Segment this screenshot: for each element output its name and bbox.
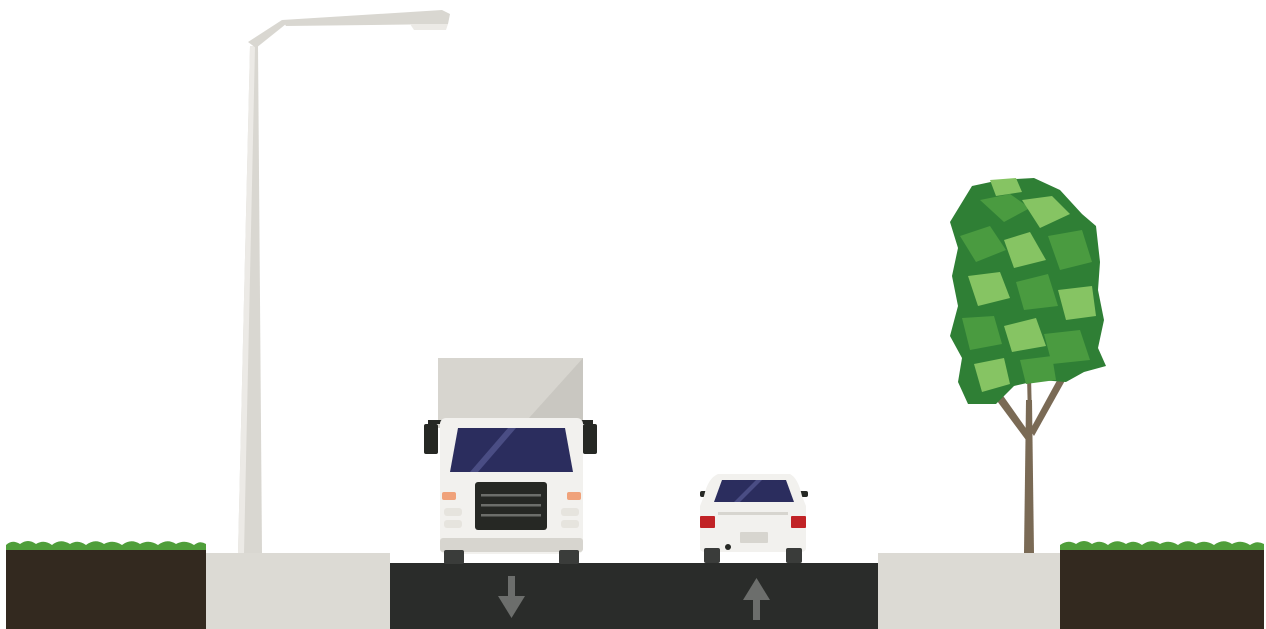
truck-icon bbox=[424, 358, 597, 564]
grass-left bbox=[6, 541, 206, 550]
planting-strip-left bbox=[6, 541, 206, 629]
streetlight-icon bbox=[238, 10, 450, 553]
sidewalk-right bbox=[878, 553, 1060, 629]
tree-icon bbox=[950, 178, 1106, 553]
sidewalk-left bbox=[206, 553, 390, 629]
planting-strip-right bbox=[1060, 541, 1264, 629]
grass-right bbox=[1060, 541, 1264, 550]
road-asphalt bbox=[390, 563, 878, 629]
car-icon bbox=[700, 474, 808, 563]
